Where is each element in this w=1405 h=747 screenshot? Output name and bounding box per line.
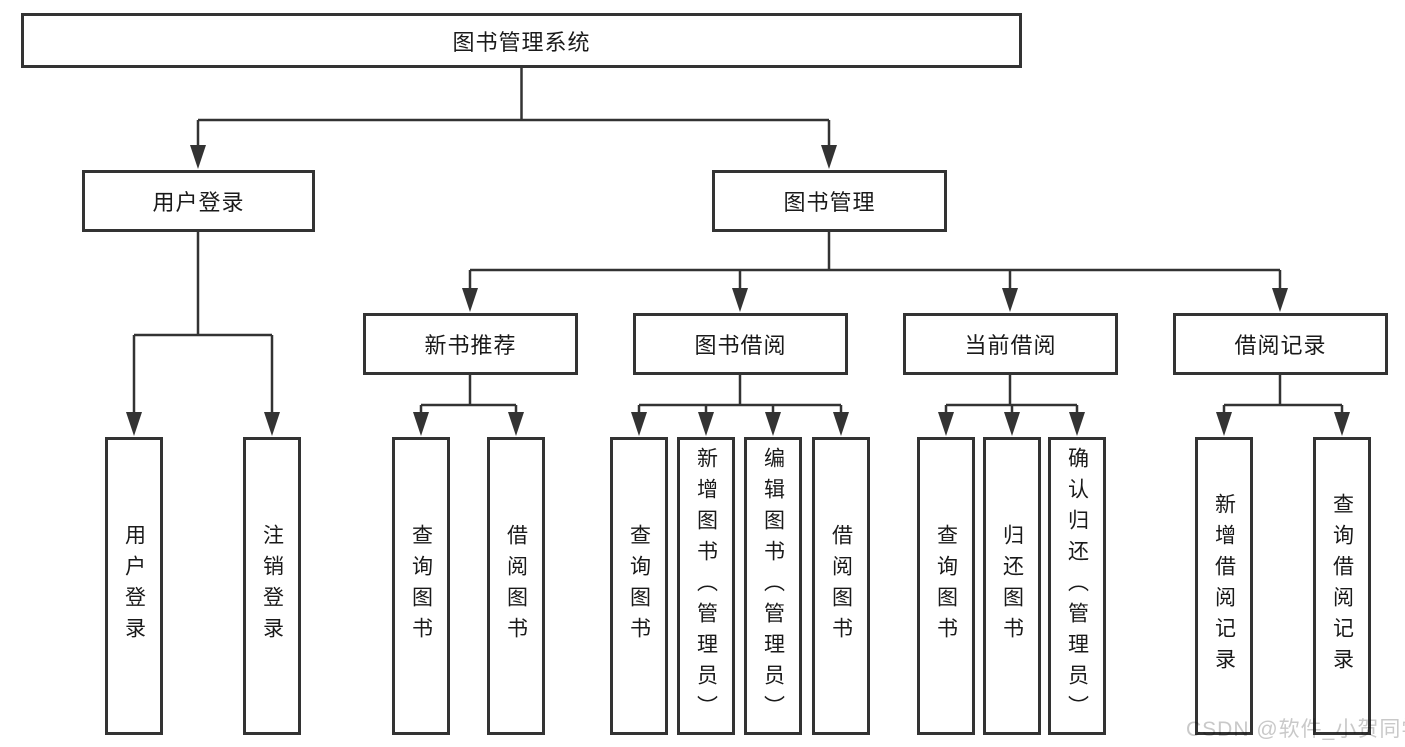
node-current-borrowing: 当前借阅	[903, 313, 1118, 375]
node-book-borrowing: 图书借阅	[633, 313, 848, 375]
leaf-edit-book-admin: 编辑图书（管理员）	[744, 437, 802, 735]
leaf-query-books-current-label: 查询图书	[934, 524, 958, 648]
leaf-return-book: 归还图书	[983, 437, 1041, 735]
csdn-watermark: CSDN @软件_小贺同学	[1186, 718, 1405, 741]
node-user-login: 用户登录	[82, 170, 315, 232]
node-borrowing-records-label: 借阅记录	[1234, 333, 1327, 358]
leaf-return-book-label: 归还图书	[1000, 524, 1024, 648]
node-book-borrowing-label: 图书借阅	[694, 333, 787, 358]
leaf-borrow-books-label: 借阅图书	[829, 524, 853, 648]
leaf-user-login-label: 用户登录	[122, 524, 146, 648]
node-system-root-label: 图书管理系统	[452, 29, 591, 55]
leaf-user-login: 用户登录	[105, 437, 163, 735]
leaf-borrow-books: 借阅图书	[812, 437, 870, 735]
node-book-management-label: 图书管理	[783, 190, 876, 215]
leaf-borrow-books-recommend: 借阅图书	[487, 437, 545, 735]
leaf-query-borrow-record: 查询借阅记录	[1313, 437, 1371, 735]
leaf-edit-book-admin-label: 编辑图书（管理员）	[761, 446, 785, 726]
node-new-book-recommend-label: 新书推荐	[424, 333, 517, 358]
leaf-query-books-current: 查询图书	[917, 437, 975, 735]
leaf-confirm-return-admin-label: 确认归还（管理员）	[1065, 446, 1089, 726]
leaf-logout: 注销登录	[243, 437, 301, 735]
leaf-add-book-admin: 新增图书（管理员）	[677, 437, 735, 735]
leaf-query-books-borrow-label: 查询图书	[627, 524, 651, 648]
leaf-add-borrow-record-label: 新增借阅记录	[1212, 493, 1236, 679]
leaf-logout-label: 注销登录	[260, 524, 284, 648]
node-system-root: 图书管理系统	[21, 13, 1022, 68]
leaf-add-borrow-record: 新增借阅记录	[1195, 437, 1253, 735]
leaf-add-book-admin-label: 新增图书（管理员）	[694, 446, 718, 726]
leaf-query-books-recommend: 查询图书	[392, 437, 450, 735]
node-book-management: 图书管理	[712, 170, 947, 232]
leaf-query-books-recommend-label: 查询图书	[409, 524, 433, 648]
leaf-query-books-borrow: 查询图书	[610, 437, 668, 735]
leaf-query-borrow-record-label: 查询借阅记录	[1330, 493, 1354, 679]
node-new-book-recommend: 新书推荐	[363, 313, 578, 375]
node-borrowing-records: 借阅记录	[1173, 313, 1388, 375]
leaf-borrow-books-recommend-label: 借阅图书	[504, 524, 528, 648]
node-current-borrowing-label: 当前借阅	[964, 333, 1057, 358]
leaf-confirm-return-admin: 确认归还（管理员）	[1048, 437, 1106, 735]
node-user-login-label: 用户登录	[152, 190, 245, 215]
